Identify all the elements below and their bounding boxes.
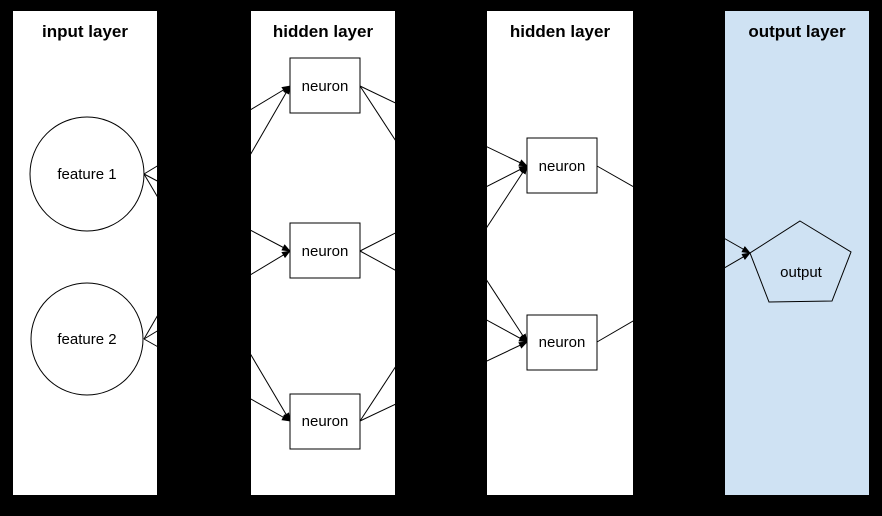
node-hidden2-neuron-1-label: neuron — [539, 158, 586, 175]
edges-hidden2-to-output — [596, 165, 751, 343]
output-layer-panel — [725, 11, 869, 495]
edge-h1n2-h2n1 — [359, 165, 528, 252]
edge-h1n3-h2n2 — [359, 341, 528, 422]
node-hidden1-neuron-2-label: neuron — [302, 243, 349, 260]
node-hidden1-neuron-1 — [289, 57, 361, 114]
edge-f1-h1n1 — [143, 85, 291, 175]
hidden-layer-2-title: hidden layer — [510, 22, 611, 41]
node-hidden1-neuron-1-label: neuron — [302, 78, 349, 95]
node-hidden1-neuron-3-label: neuron — [302, 413, 349, 430]
node-hidden2-neuron-2 — [526, 314, 598, 371]
node-feature-2-label: feature 2 — [57, 331, 116, 348]
edge-h2n1-output — [596, 165, 751, 254]
node-hidden2-neuron-2-label: neuron — [539, 334, 586, 351]
node-feature-1-label: feature 1 — [57, 166, 116, 183]
edges-hidden1-to-hidden2 — [359, 85, 528, 422]
node-hidden1-neuron-2 — [289, 222, 361, 279]
output-layer-title: output layer — [748, 22, 846, 41]
hidden-layer-1-title: hidden layer — [273, 22, 374, 41]
node-hidden1-neuron-3 — [289, 393, 361, 450]
node-output-label: output — [780, 264, 823, 281]
edges-input-to-hidden1 — [143, 85, 291, 422]
node-feature-2 — [30, 282, 144, 396]
node-hidden2-neuron-1 — [526, 137, 598, 194]
edge-f2-h1n3 — [143, 338, 291, 422]
edge-f2-h1n2 — [143, 250, 291, 340]
edge-h1n3-h2n1 — [359, 165, 528, 422]
node-feature-1 — [29, 116, 145, 232]
hidden-layer-2-panel — [487, 11, 633, 495]
node-output-pentagon — [749, 220, 852, 303]
edge-h2n2-output — [596, 252, 751, 343]
edge-h1n1-h2n1 — [359, 85, 528, 167]
edge-h1n2-h2n2 — [359, 250, 528, 343]
edge-f1-h1n3 — [143, 173, 291, 422]
input-layer-title: input layer — [42, 22, 128, 41]
edge-h1n1-h2n2 — [359, 85, 528, 343]
input-layer-panel — [13, 11, 157, 495]
edge-f2-h1n1 — [143, 85, 291, 340]
